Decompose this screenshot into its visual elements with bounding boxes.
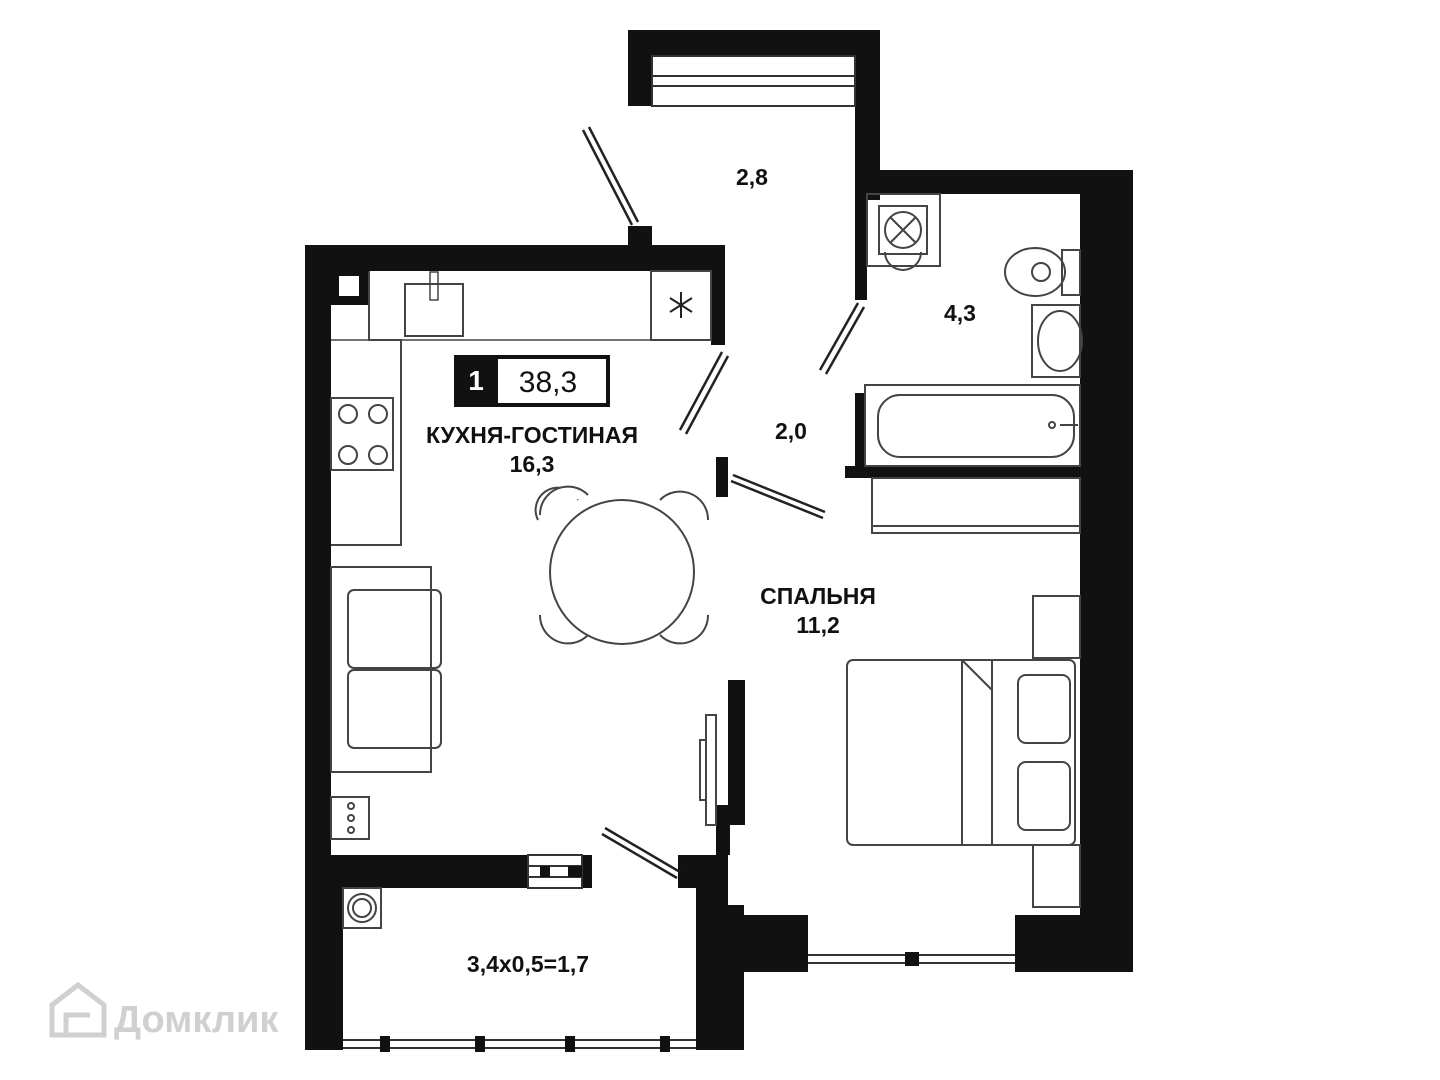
bathroom-area: 4,3: [944, 300, 976, 326]
badge-rooms: 1: [468, 365, 484, 396]
bathroom-fixtures: [864, 193, 1083, 467]
house-logo-icon: [49, 981, 107, 1038]
kitchen-area: 16,3: [510, 451, 555, 477]
bedroom-area: 11,2: [796, 612, 840, 638]
bedroom-name: СПАЛЬНЯ: [760, 583, 876, 609]
kitchen-furniture: [330, 270, 717, 840]
vestibule-area: 2,8: [736, 164, 768, 190]
bedroom-furniture: [846, 477, 1081, 908]
walls: [305, 30, 1133, 1050]
windows: [343, 55, 1015, 1049]
window-mullions: [380, 866, 919, 1052]
snowflake-icon: [669, 292, 693, 318]
hall-area: 2,0: [775, 418, 807, 444]
apartment-badge: 1 38,3: [454, 355, 610, 407]
watermark: Домклик: [49, 981, 279, 1041]
balcony-area: 3,4x0,5=1,7: [467, 951, 589, 977]
doors: [581, 126, 866, 880]
badge-area: 38,3: [519, 366, 577, 399]
kitchen-name: КУХНЯ-ГОСТИНАЯ: [426, 422, 638, 448]
balcony-furniture: [342, 887, 382, 929]
watermark-text: Домклик: [114, 999, 279, 1041]
dining-table: [534, 485, 710, 645]
shaft: [339, 276, 359, 296]
